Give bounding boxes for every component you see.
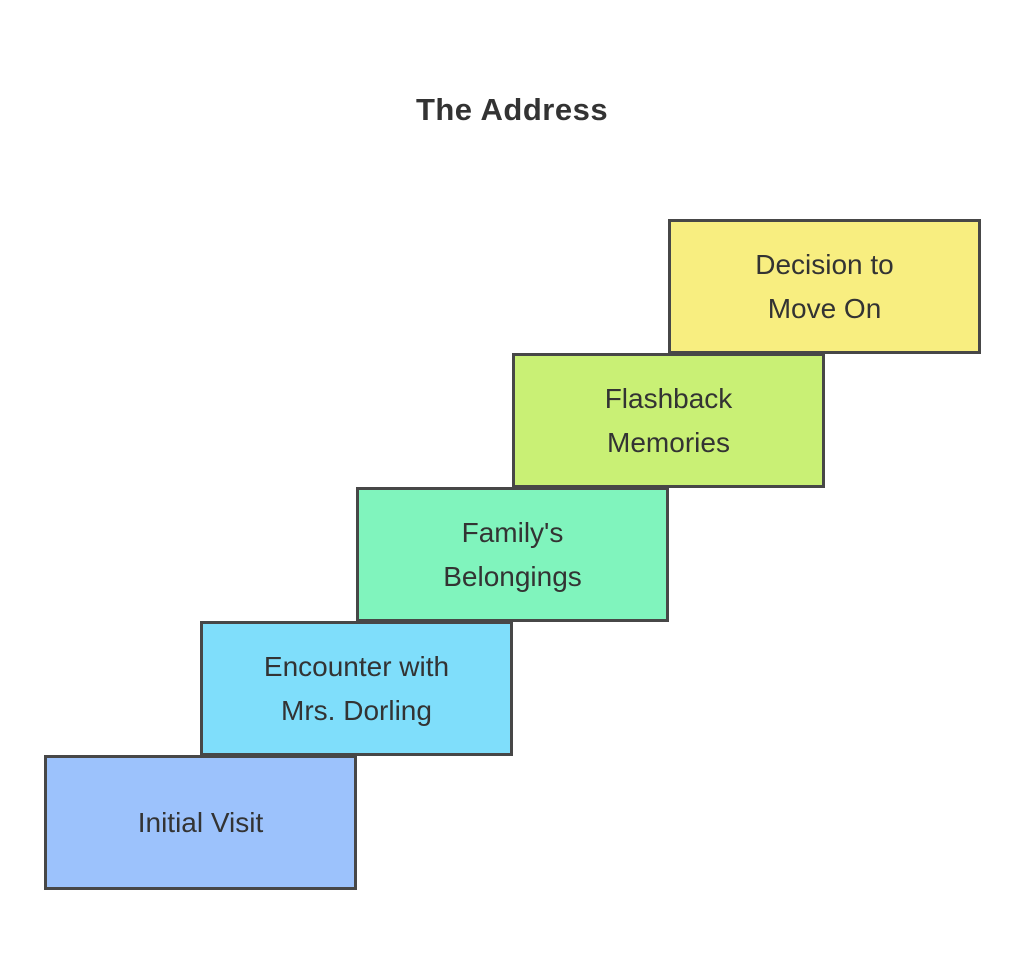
step-encounter-with-mrs-dorling: Encounter with Mrs. Dorling [200,621,513,756]
step-flashback-memories: Flashback Memories [512,353,825,488]
step-initial-visit: Initial Visit [44,755,357,890]
step-label: Decision to Move On [755,249,894,324]
step-familys-belongings: Family's Belongings [356,487,669,622]
step-label: Initial Visit [137,806,264,838]
step-label: Flashback Memories [604,383,733,458]
step-decision-to-move-on: Decision to Move On [668,219,981,354]
diagram-title: The Address [415,92,609,127]
step-label: Family's Belongings [443,517,582,592]
step-label: Encounter with Mrs. Dorling [263,651,450,726]
